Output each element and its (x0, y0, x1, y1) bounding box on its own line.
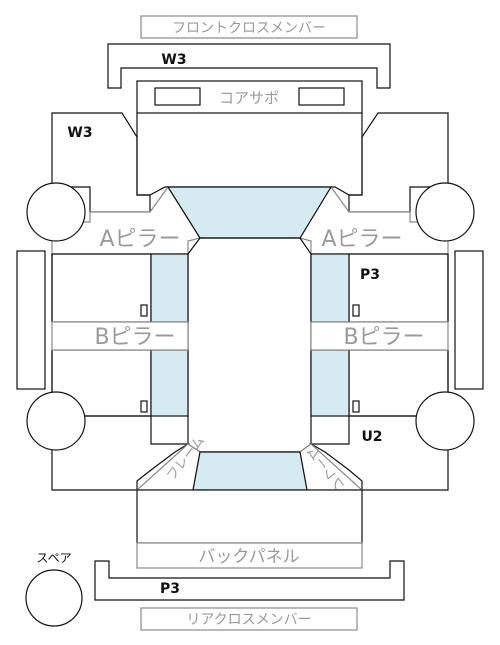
rear-right-wheel (415, 391, 475, 451)
spare-label: スペア (36, 551, 71, 565)
u2-right-marker: U2 (361, 429, 382, 445)
right-rocker-panel (454, 250, 484, 390)
left-rear-handle (140, 400, 148, 413)
front-left-wheel (26, 182, 86, 242)
right-a-pillar-label: Aピラー (321, 227, 402, 252)
rear-cross-member-label: リアクロスメンバー (186, 612, 311, 628)
right-front-window (310, 253, 350, 323)
right-rear-handle (352, 400, 360, 413)
back-panel (136, 542, 363, 569)
left-rear-quarter (51, 415, 191, 491)
w3-left-marker: W3 (67, 125, 92, 141)
spare-tire (25, 569, 83, 627)
left-front-door (51, 253, 152, 323)
trunk-section (136, 489, 363, 544)
front-body-section (136, 113, 363, 196)
left-front-window (150, 253, 189, 323)
left-front-handle (140, 304, 148, 317)
cabin-outline (187, 237, 312, 453)
right-rear-window (310, 349, 350, 417)
front-right-wheel (415, 182, 475, 242)
core-support-label: コアサポ (219, 89, 279, 107)
front-cross-member-label: フロントクロスメンバー (172, 21, 326, 37)
p3-right-marker: P3 (360, 267, 380, 283)
front-cross-member-box (140, 15, 358, 39)
rear-window (192, 451, 308, 491)
left-rocker-panel (16, 250, 46, 390)
left-rear-window (150, 349, 189, 417)
core-support-right-hole (298, 87, 345, 106)
w3-front-marker: W3 (161, 52, 186, 68)
right-front-fender (348, 112, 449, 213)
back-panel-label: バックパネル (198, 547, 299, 567)
front-bracket (107, 43, 391, 89)
rear-bracket (94, 560, 405, 601)
left-a-pillar-label: Aピラー (99, 227, 180, 252)
rear-cross-member-box (140, 607, 358, 631)
right-b-pillar-label: Bピラー (343, 325, 424, 350)
core-support-left-hole (154, 87, 201, 106)
left-b-pillar (51, 321, 189, 351)
right-front-door (348, 253, 449, 323)
right-b-pillar (310, 321, 449, 351)
right-rear-quarter (308, 415, 449, 491)
left-b-pillar-label: Bピラー (94, 325, 175, 350)
rear-left-wheel (26, 391, 86, 451)
right-front-handle (352, 304, 360, 317)
p3-rear-marker: P3 (160, 581, 180, 597)
